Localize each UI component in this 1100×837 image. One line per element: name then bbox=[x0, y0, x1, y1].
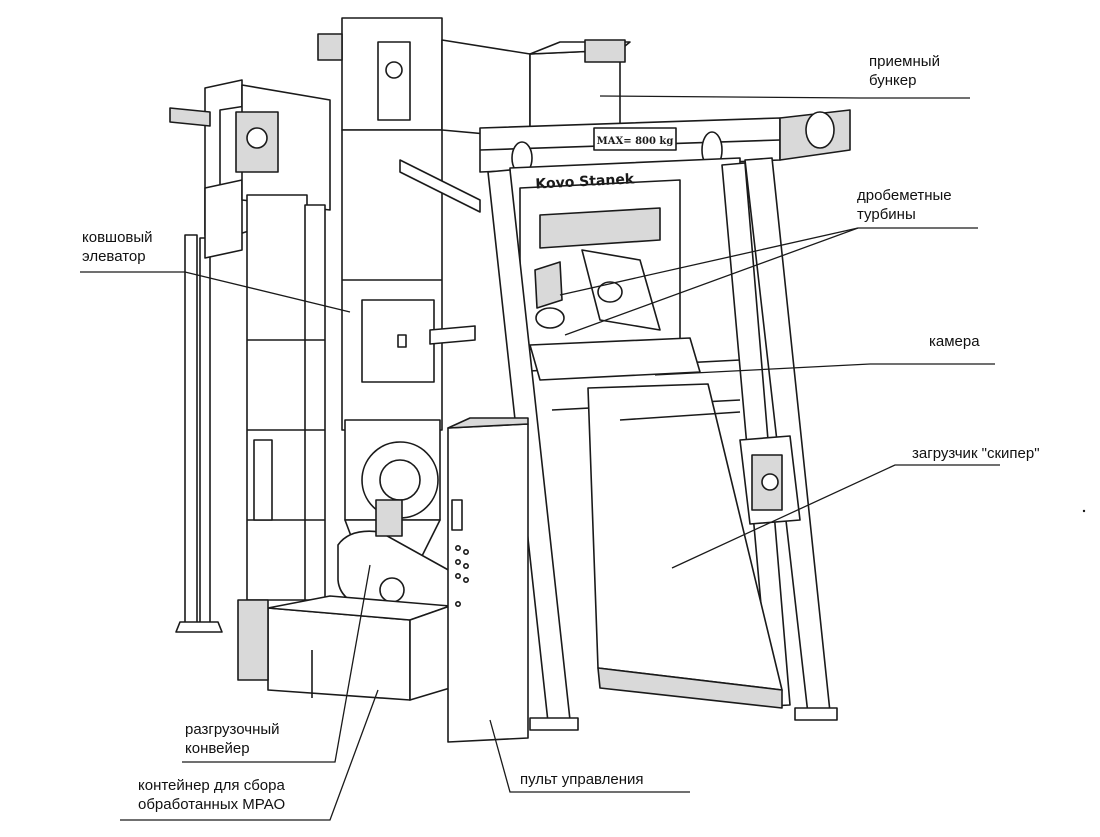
label-turbines: дробеметные турбины bbox=[857, 187, 952, 223]
leader-conveyor bbox=[182, 564, 371, 763]
stray-dot bbox=[1082, 509, 1086, 513]
control-cabinet bbox=[447, 417, 529, 743]
label-skip-loader: загрузчик "скипер" bbox=[912, 445, 1040, 462]
label-chamber: камера bbox=[929, 333, 980, 350]
leader-container bbox=[120, 689, 379, 821]
frame-legs bbox=[399, 157, 838, 731]
brand-plate: Kovo Stanek bbox=[535, 171, 635, 192]
support-tower bbox=[169, 79, 253, 633]
blast-chamber bbox=[509, 157, 741, 381]
leader-skip bbox=[671, 464, 1000, 569]
leader-turbines-2 bbox=[559, 227, 859, 296]
leader-elevator bbox=[80, 271, 351, 313]
label-elevator: ковшовый элеватор bbox=[82, 229, 153, 265]
bucket-elevator bbox=[235, 84, 331, 601]
capacity-plate: MAX= 800 kg bbox=[597, 136, 674, 147]
separator-fan bbox=[344, 419, 441, 561]
leader-lines bbox=[80, 95, 1000, 821]
leader-panel bbox=[489, 719, 690, 793]
label-control-panel: пульт управления bbox=[520, 771, 644, 788]
label-discharge-conveyor: разгрузочный конвейер bbox=[185, 721, 280, 757]
leader-hopper bbox=[599, 95, 970, 99]
central-column bbox=[317, 17, 476, 431]
label-container: контейнер для сбора обработанных МРАО bbox=[138, 777, 286, 813]
label-hopper: приемный бункер bbox=[869, 53, 940, 89]
top-crossbeam bbox=[479, 109, 851, 175]
skip-loader bbox=[587, 383, 801, 709]
leader-chamber bbox=[654, 363, 995, 376]
waste-container bbox=[237, 595, 451, 701]
